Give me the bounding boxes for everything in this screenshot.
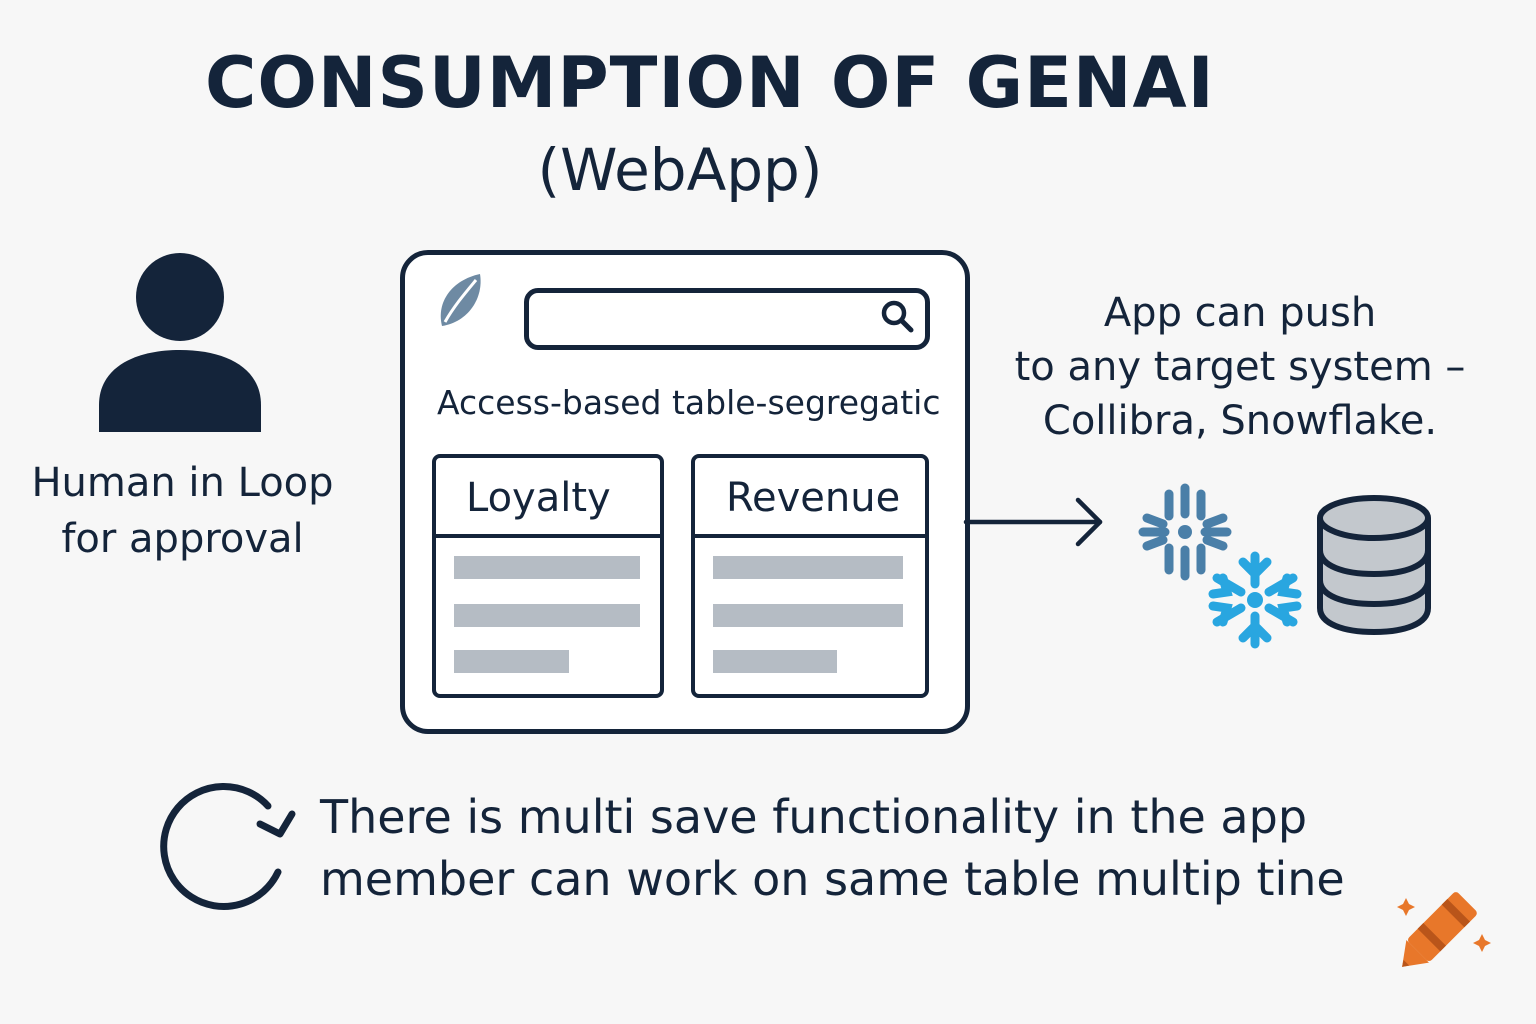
table-row-placeholder — [454, 556, 640, 579]
multi-save-line1: There is multi save functionality in the… — [320, 790, 1308, 844]
multi-save-label: There is multi save functionality in the… — [320, 786, 1345, 910]
push-label-line2: to any target system – — [1014, 344, 1466, 390]
push-target-label: App can push to any target system – Coll… — [990, 286, 1490, 448]
human-in-loop-label: Human in Loop for approval — [10, 455, 355, 567]
page-title: CONSUMPTION OF GENAI — [205, 42, 1215, 124]
loyalty-table-header: Loyalty — [436, 458, 660, 538]
database-icon — [1317, 495, 1431, 636]
push-label-line3: Collibra, Snowflake. — [1042, 398, 1438, 444]
crayon-logo-icon — [1397, 892, 1491, 967]
snowflake-logo-icon — [1208, 551, 1302, 649]
table-row-placeholder — [713, 604, 903, 627]
push-label-line1: App can push — [1103, 290, 1377, 336]
collibra-logo-icon — [1138, 483, 1232, 581]
loyalty-table-card[interactable]: Loyalty — [432, 454, 664, 698]
arrow-right-icon — [963, 497, 1103, 547]
table-row-placeholder — [454, 650, 569, 673]
table-row-placeholder — [713, 556, 903, 579]
human-label-line2: for approval — [61, 516, 304, 562]
search-icon[interactable] — [880, 299, 916, 335]
revenue-table-card[interactable]: Revenue — [691, 454, 929, 698]
leaf-logo-icon — [440, 274, 481, 326]
search-input[interactable] — [524, 288, 930, 350]
person-icon — [99, 253, 261, 432]
table-row-placeholder — [454, 604, 640, 627]
access-based-label: Access-based table-segregatic — [437, 383, 941, 422]
table-row-placeholder — [713, 650, 837, 673]
refresh-loop-icon — [160, 782, 296, 910]
human-label-line1: Human in Loop — [31, 460, 334, 506]
page-subtitle: (WebApp) — [537, 136, 823, 204]
revenue-table-header: Revenue — [695, 458, 925, 538]
multi-save-line2: member can work on same table multip tin… — [320, 852, 1345, 906]
